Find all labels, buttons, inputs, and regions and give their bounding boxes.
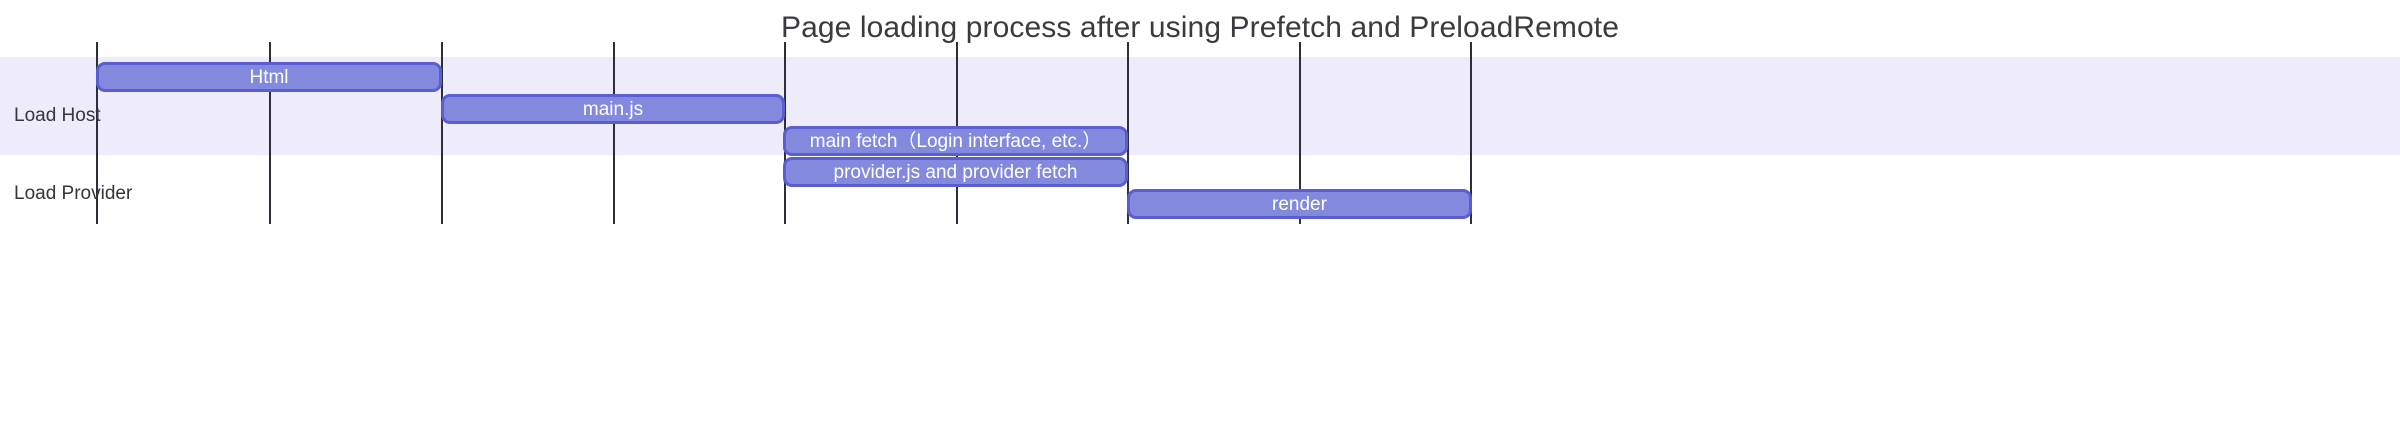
gridline-7 xyxy=(1299,42,1301,224)
task-bar-label-html: Html xyxy=(249,66,289,88)
task-bar-main-fetch[interactable]: main fetch（Login interface, etc.） xyxy=(783,126,1128,156)
gridline-2 xyxy=(441,42,443,224)
task-bar-label-render: render xyxy=(1272,193,1327,215)
row-label-load-provider: Load Provider xyxy=(14,183,133,204)
task-bar-label-main-fetch: main fetch（Login interface, etc.） xyxy=(809,130,1102,152)
task-bar-main-js[interactable]: main.js xyxy=(441,94,785,124)
task-bar-render[interactable]: render xyxy=(1127,189,1472,219)
task-bar-html[interactable]: Html xyxy=(96,62,442,92)
row-label-load-host: Load Host xyxy=(14,105,101,126)
gridline-0 xyxy=(96,42,98,224)
gridline-3 xyxy=(613,42,615,224)
gridline-8 xyxy=(1470,42,1472,224)
task-bar-provider-js-and-provider-fetch[interactable]: provider.js and provider fetch xyxy=(783,157,1128,187)
chart-title: Page loading process after using Prefetc… xyxy=(780,11,1620,44)
task-bar-label-main-js: main.js xyxy=(582,98,644,120)
gridline-6 xyxy=(1127,42,1129,224)
gridline-1 xyxy=(269,42,271,224)
task-bar-label-provider-js-and-provider-fetch: provider.js and provider fetch xyxy=(833,161,1078,183)
